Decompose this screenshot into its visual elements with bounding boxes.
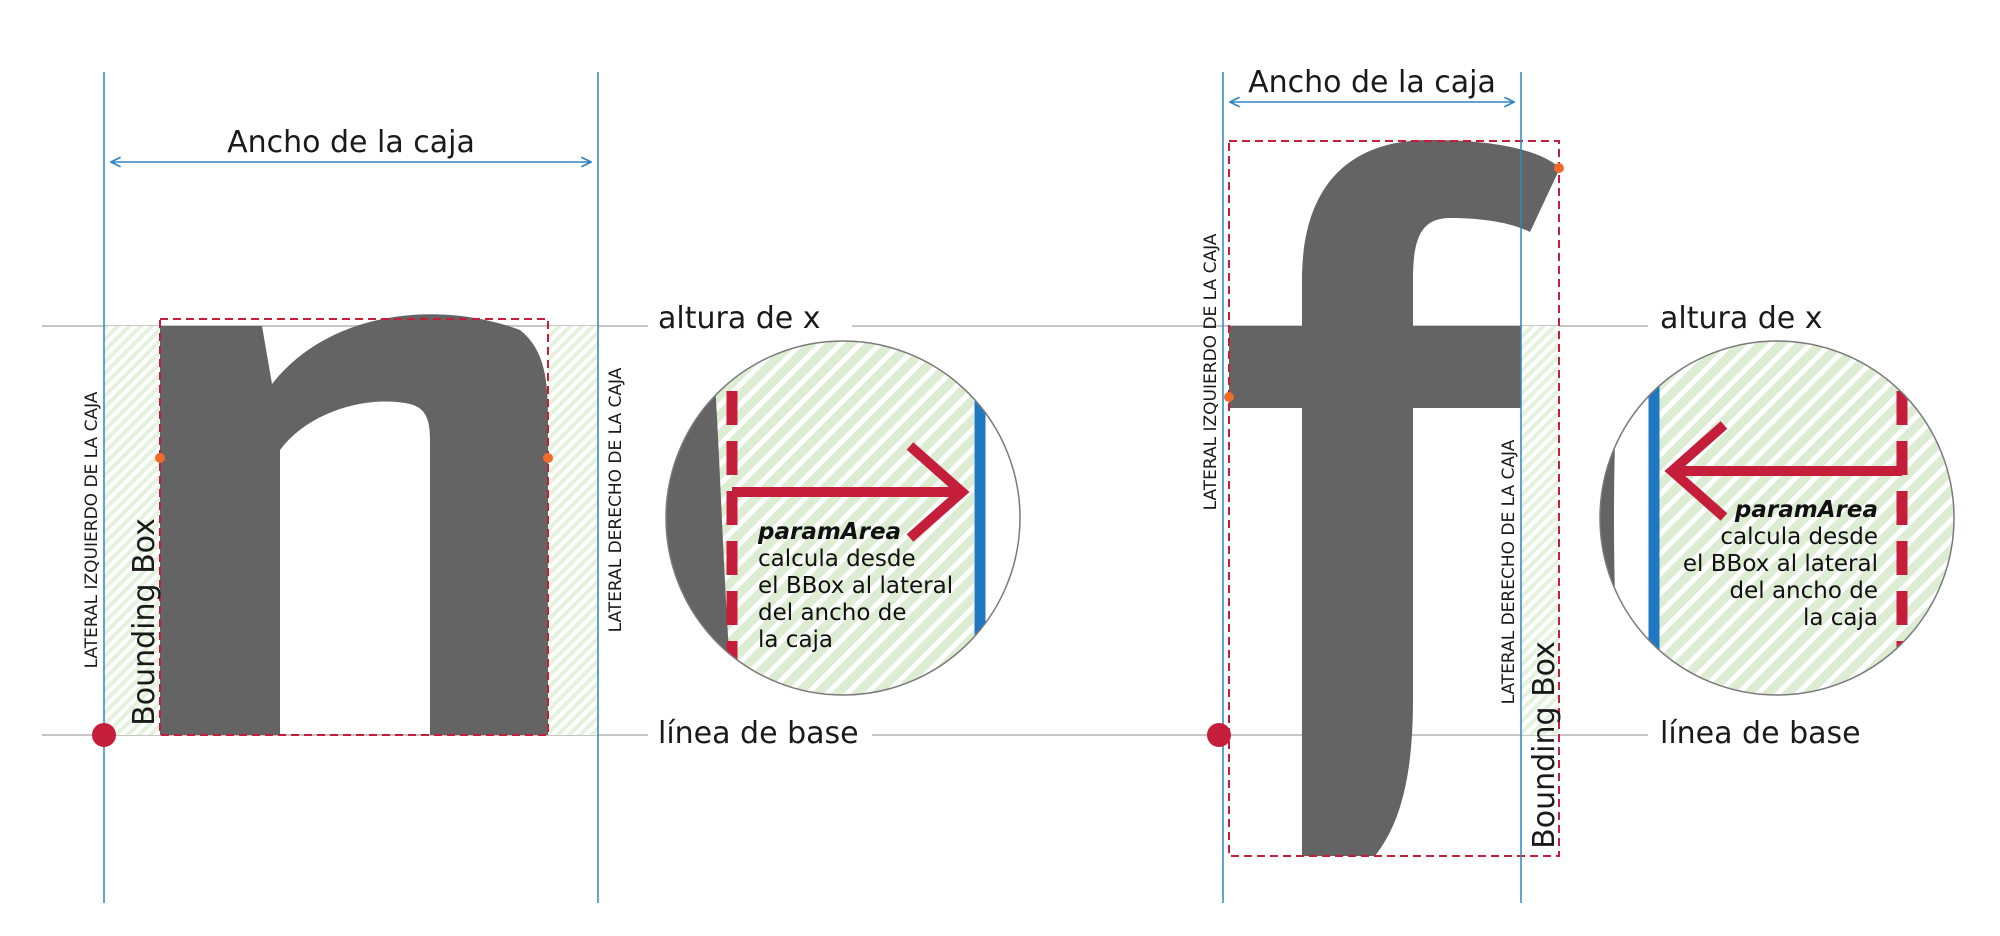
left-sidebearing-hatch bbox=[104, 326, 160, 735]
right-panel: Ancho de la caja LATERAL IZQUIERDO DE LA… bbox=[1201, 65, 1861, 903]
zoom-left-line-2: el BBox al lateral bbox=[758, 573, 953, 599]
zoom-left-term: paramArea bbox=[757, 519, 901, 545]
zoom-left-line-1: calcula desde bbox=[758, 546, 916, 572]
box-width-label-f: Ancho de la caja bbox=[1248, 65, 1496, 100]
zoom-left-line-3: del ancho de bbox=[758, 600, 906, 626]
x-height-label: altura de x bbox=[658, 301, 821, 336]
right-side-label: LATERAL DERECHO DE LA CAJA bbox=[606, 367, 626, 632]
x-height-label-f: altura de x bbox=[1660, 301, 1823, 336]
zoom-right-term: paramArea bbox=[1734, 497, 1878, 523]
bounding-box-label-f: Bounding Box bbox=[1527, 641, 1562, 849]
bbox-top-right-point bbox=[1554, 163, 1564, 173]
zoom-circle-left: paramArea calcula desde el BBox al later… bbox=[665, 340, 1021, 696]
bbox-left-point bbox=[155, 453, 165, 463]
left-side-label: LATERAL IZQUIERDO DE LA CAJA bbox=[82, 391, 102, 668]
zoom-circle-right: paramArea calcula desde el BBox al later… bbox=[1599, 340, 1955, 696]
origin-point-f bbox=[1207, 723, 1231, 747]
bbox-left-point-f bbox=[1224, 392, 1234, 402]
param-arrow-left bbox=[1664, 421, 1902, 521]
zoom-right-line-3: del ancho de bbox=[1730, 578, 1878, 604]
glyph-f bbox=[1229, 140, 1560, 856]
zoom-right-line-1: calcula desde bbox=[1720, 524, 1878, 550]
zoom-right-line-4: la caja bbox=[1803, 605, 1878, 631]
box-width-label: Ancho de la caja bbox=[227, 125, 475, 160]
origin-point bbox=[92, 723, 116, 747]
bounding-box-label: Bounding Box bbox=[127, 518, 162, 726]
zoom-right-line-2: el BBox al lateral bbox=[1683, 551, 1878, 577]
left-side-label-f: LATERAL IZQUIERDO DE LA CAJA bbox=[1201, 233, 1221, 510]
baseline-label-f: línea de base bbox=[1660, 716, 1861, 751]
right-side-label-f: LATERAL DERECHO DE LA CAJA bbox=[1499, 439, 1519, 704]
left-panel: Ancho de la caja LATERAL IZQUIERDO DE LA… bbox=[82, 72, 859, 903]
bbox-right-point bbox=[543, 453, 553, 463]
bounding-box-f bbox=[1228, 140, 1560, 857]
glyph-n bbox=[160, 314, 548, 735]
right-sidebearing-hatch bbox=[548, 326, 598, 735]
param-arrow-right bbox=[732, 442, 970, 542]
zoom-left-line-4: la caja bbox=[758, 627, 833, 653]
baseline-label: línea de base bbox=[658, 716, 859, 751]
right-sidebearing-hatch-f bbox=[1521, 326, 1559, 735]
